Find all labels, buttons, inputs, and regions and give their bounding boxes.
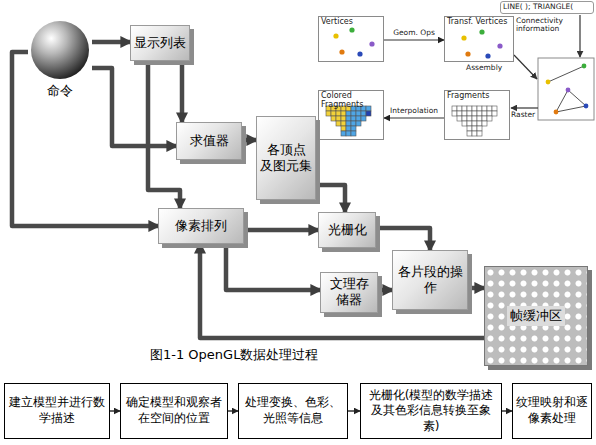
- flow-arrow: [200, 244, 484, 338]
- node-text: 纹理映射和逐像素处理: [516, 395, 588, 426]
- flow-arrow: [12, 52, 158, 226]
- node-text: LINE( ); TRIANGLE(: [503, 2, 591, 12]
- annotation-label: Connectivity information: [516, 17, 574, 34]
- stage-box: Transf. Vertices: [444, 16, 514, 62]
- node-text: 确定模型和观察者在空间的位置: [124, 395, 224, 426]
- frame-buffer: 帧缓冲区: [484, 266, 588, 366]
- node-text: Transf. Vertices: [447, 18, 511, 27]
- step-box: 确定模型和观察者在空间的位置: [120, 383, 228, 439]
- flow-arrow: [384, 39, 444, 40]
- flow-arrow: [376, 228, 430, 250]
- flow-arrow: [348, 410, 360, 411]
- flow-arrow: [316, 185, 345, 212]
- step-box: 建立模型并进行数学描述: [4, 383, 110, 439]
- stage-box: Colored Fragments: [318, 90, 384, 140]
- node-text: 光栅化: [328, 222, 367, 238]
- process-box: 各片段的操作: [392, 250, 468, 310]
- node-text: 帧缓冲区: [507, 306, 565, 326]
- edge-label: Interpolation: [389, 106, 439, 115]
- edge-label: Geom. Ops: [392, 28, 436, 37]
- stage-box: Vertices: [318, 16, 384, 62]
- node-text: Colored Fragments: [321, 92, 381, 110]
- flow-arrow: [92, 68, 176, 146]
- node-text: 各顶点 及图元集: [260, 142, 312, 175]
- node-text: 命令: [28, 82, 92, 100]
- command-sphere: 命令: [28, 20, 92, 110]
- flow-arrow: [92, 40, 130, 45]
- colored-fragment-grid: [326, 106, 371, 136]
- step-box: 光栅化(模型的数学描述及其色彩信息转换至象素): [360, 383, 502, 439]
- flow-arrow: [228, 410, 238, 411]
- primitive-box: [538, 58, 594, 120]
- node-text: Vertices: [321, 18, 381, 27]
- node-text: 像素排列: [175, 218, 227, 234]
- node-text: 光栅化(模型的数学描述及其色彩信息转换至象素): [364, 388, 498, 435]
- primitive-box: LINE( ); TRIANGLE(: [500, 1, 594, 14]
- figure-caption: 图1-1 OpenGL数据处理过程: [150, 346, 318, 364]
- flow-arrow: [242, 138, 256, 143]
- process-box: 文理存储器: [320, 272, 378, 313]
- step-box: 纹理映射和逐像素处理: [512, 383, 592, 439]
- step-box: 处理变换、色彩、光照等信息: [238, 383, 348, 439]
- flow-arrow: [384, 117, 444, 118]
- flow-arrow: [110, 410, 120, 411]
- flow-arrow: [226, 244, 320, 290]
- node-text: 处理变换、色彩、光照等信息: [242, 395, 344, 426]
- inset-arrows: [511, 15, 580, 108]
- process-box: 各顶点 及图元集: [256, 116, 316, 200]
- flow-arrow: [180, 61, 185, 122]
- sphere-symbol: [28, 20, 92, 82]
- annotation-label: Assembly: [466, 64, 512, 72]
- process-box: 像素排列: [158, 208, 244, 244]
- node-text: 文理存储器: [324, 276, 374, 309]
- flow-arrow: [502, 410, 512, 411]
- vertex-dots: [333, 27, 502, 58]
- process-box: 显示列表: [130, 25, 190, 61]
- node-text: 建立模型并进行数学描述: [8, 395, 106, 426]
- stage-box: Fragments: [444, 90, 510, 140]
- fragment-grid: [452, 106, 497, 136]
- flow-arrow: [244, 228, 318, 233]
- node-text: 各片段的操作: [396, 264, 464, 297]
- process-box: 光栅化: [318, 212, 376, 248]
- flow-arrow: [378, 288, 392, 293]
- node-text: 求值器: [190, 133, 229, 149]
- annotation-label: Raster: [511, 111, 538, 119]
- flow-arrow: [468, 286, 484, 291]
- node-text: 显示列表: [134, 35, 186, 51]
- node-text: Fragments: [447, 92, 507, 101]
- process-box: 求值器: [176, 122, 242, 160]
